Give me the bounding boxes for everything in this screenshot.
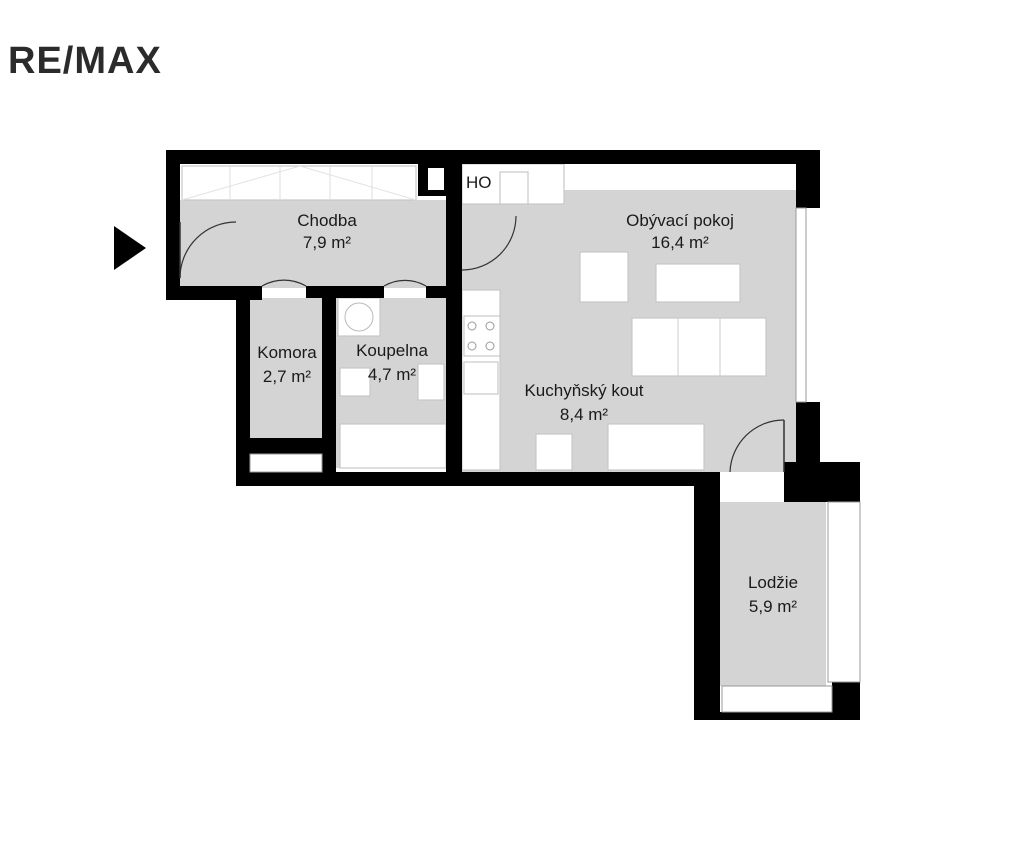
fridge [535,433,573,471]
entry-arrow-icon [114,226,146,270]
remax-logo: RE/MAX [8,40,162,82]
room-chodba-floor [180,200,450,288]
washing-machine [337,297,381,337]
toilet [339,367,371,397]
wall-komora-right [322,296,336,486]
windows [249,207,861,713]
window-lodzie-bottom [721,685,833,713]
room-lodzie-area: 5,9 m² [749,597,798,616]
wall-koupelna-right [446,164,462,474]
wall-komora-left [236,286,250,486]
walls [166,150,860,720]
wall-left-top [166,150,180,300]
wall-top [166,150,820,164]
dining-table [607,423,705,471]
shaft-void [428,168,444,190]
wall-lodzie-bottom [694,712,860,720]
wall-mid-bottom [306,286,384,298]
window-komora [249,453,323,473]
wall-right-top [796,150,820,208]
room-komora-name: Komora [257,343,317,362]
room-chodba-name: Chodba [297,211,357,230]
kitchen-sink [463,361,499,395]
room-chodba-area: 7,9 m² [303,233,352,252]
armchair [579,251,629,303]
room-koupelna-name: Koupelna [356,341,428,360]
ho-small [499,171,529,205]
window-lodzie-right [827,501,861,683]
wall-lodzie-left [694,472,720,720]
fixtures [181,163,767,471]
doors [179,215,785,473]
door-obyvaci [461,215,517,271]
room-komora-floor [250,298,322,438]
room-kuchyn-area: 8,4 m² [560,405,609,424]
ho-label: HO [466,173,492,192]
door-komora [261,279,307,287]
room-obyvaci-name: Obývací pokoj [626,211,734,230]
room-lodzie-floor [720,502,826,686]
door-koupelna [383,279,427,287]
room-komora-area: 2,7 m² [263,367,312,386]
wardrobe [181,165,417,201]
door-lodzie [729,419,785,473]
wall-lodzie-top [784,462,860,502]
wall-komora-shelf [250,438,322,454]
room-lodzie-name: Lodžie [748,573,798,592]
cooktop [463,315,501,357]
room-obyvaci-area: 16,4 m² [651,233,709,252]
room-kuchyn-name: Kuchyňský kout [524,381,643,400]
wall-bottom [236,472,710,486]
room-koupelna-area: 4,7 m² [368,365,417,384]
bathtub [339,423,447,469]
door-entry [179,221,237,279]
washbasin [417,363,445,401]
window-obyvaci [795,207,807,403]
sofa [631,317,767,377]
wall-mid-bottom2 [426,286,450,298]
coffee-table [655,263,741,303]
